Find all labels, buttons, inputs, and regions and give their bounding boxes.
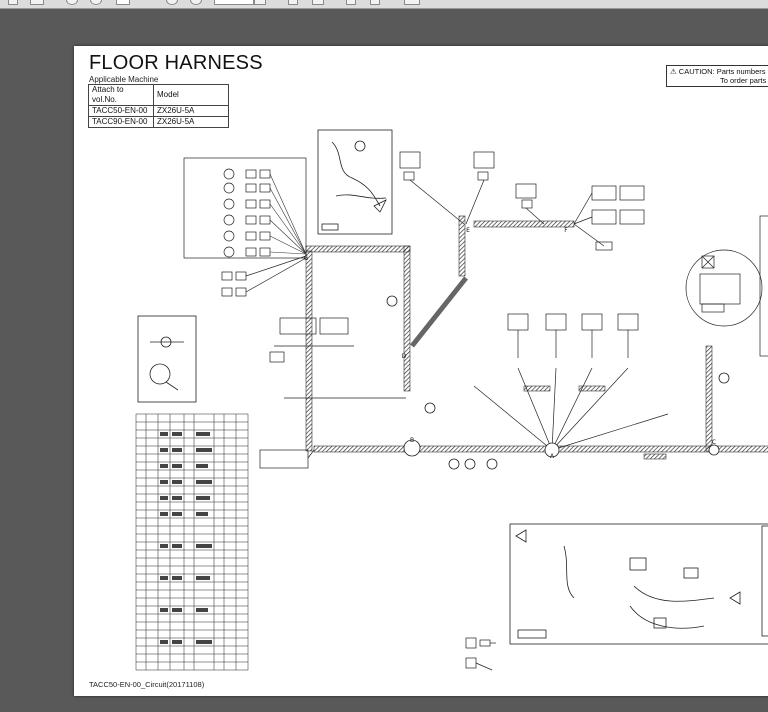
connector-frame xyxy=(183,157,307,259)
table-row: TACC90-EN-00 ZX26U-5A xyxy=(88,116,229,128)
node-a-marker xyxy=(544,442,560,458)
wire-list-entries xyxy=(160,432,212,644)
callout-label: C xyxy=(712,439,716,446)
callout-label: F xyxy=(564,227,568,234)
top-connector-group xyxy=(399,151,645,251)
node-c-marker xyxy=(708,444,720,456)
zoom-level-input[interactable] xyxy=(214,0,254,5)
callout-label: E xyxy=(466,227,470,234)
document-footer: TACC50-EN-00_Circuit(20171108) xyxy=(89,680,205,689)
document-page: FLOOR HARNESS Applicable Machine Attach … xyxy=(74,46,768,696)
viewer-toolbar xyxy=(0,0,768,9)
caution-text-line2: To order parts xyxy=(720,76,767,85)
zoom-in-icon[interactable] xyxy=(90,0,102,5)
callout-letters: A B C D E F G xyxy=(304,227,716,460)
left-connector-group xyxy=(183,157,307,297)
previous-page-icon[interactable] xyxy=(166,0,178,5)
relay-block xyxy=(685,215,768,357)
diagonal-branch xyxy=(410,276,468,348)
comment-icon[interactable] xyxy=(404,0,420,5)
table-header-row: Attach to vol.No. Model xyxy=(88,84,229,106)
harness-segment xyxy=(705,345,713,452)
bottom-connectors xyxy=(465,637,496,671)
harness-segment xyxy=(305,250,313,452)
node-markers xyxy=(386,295,730,470)
page-number-input[interactable] xyxy=(116,0,130,5)
callout-label: G xyxy=(304,255,309,262)
zoom-dropdown-icon[interactable] xyxy=(254,0,266,5)
wire-list-table xyxy=(135,413,249,671)
zoom-out-icon[interactable] xyxy=(66,0,78,5)
fit-page-icon[interactable] xyxy=(288,0,298,5)
harness-segment xyxy=(473,220,575,228)
mid-connector-group xyxy=(259,313,669,469)
fit-width-icon[interactable] xyxy=(312,0,324,5)
page-title: FLOOR HARNESS xyxy=(89,52,263,74)
table-cell: ZX26U-5A xyxy=(153,116,229,128)
applicable-machine-label: Applicable Machine xyxy=(89,75,159,84)
harness-segment xyxy=(403,245,411,392)
detail-view-a xyxy=(509,523,768,645)
rotate-icon[interactable] xyxy=(346,0,356,5)
detail-view-b xyxy=(317,129,393,235)
harness-segment xyxy=(305,245,411,253)
main-harness-trunk xyxy=(305,215,768,460)
harness-diagram: A B C D E F G xyxy=(135,129,768,671)
next-page-icon[interactable] xyxy=(190,0,202,5)
caution-box: ⚠ CAUTION: Parts numbers To order parts xyxy=(666,65,768,87)
node-b-marker xyxy=(403,439,421,457)
harness-segment xyxy=(313,445,768,453)
callout-label: A xyxy=(550,453,555,460)
harness-segment xyxy=(523,385,551,392)
callout-label: B xyxy=(410,437,414,444)
harness-segment xyxy=(458,215,466,277)
harness-segment xyxy=(578,385,606,392)
save-icon[interactable] xyxy=(8,0,18,5)
callout-label: D xyxy=(402,353,407,360)
table-header-cell: Attach to vol.No. xyxy=(88,84,154,106)
connector-row xyxy=(223,168,271,258)
print-icon[interactable] xyxy=(30,0,44,5)
applicable-machine-table: Attach to vol.No. Model TACC50-EN-00 ZX2… xyxy=(88,84,229,128)
harness-segment xyxy=(643,453,667,460)
clamp-detail xyxy=(137,315,197,403)
highlight-icon[interactable] xyxy=(370,0,380,5)
caution-text: ⚠ CAUTION: Parts numbers xyxy=(670,67,766,76)
